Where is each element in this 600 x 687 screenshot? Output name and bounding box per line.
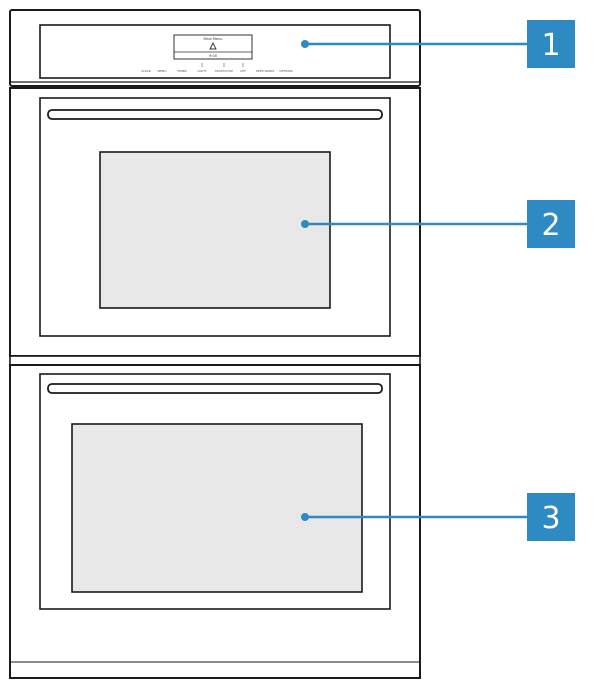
lower-oven: [9, 364, 421, 679]
display-line-2: 9:00: [209, 54, 217, 58]
oven-separator: [9, 355, 421, 366]
button-clear[interactable]: CLEAR: [141, 69, 151, 73]
button-keep-warm[interactable]: KEEP WARM: [256, 69, 274, 73]
control-display: [173, 34, 253, 60]
button-off[interactable]: OFF: [240, 69, 246, 73]
callout-3: 3: [301, 493, 575, 541]
upper-oven: [9, 87, 421, 357]
oven-icon: [209, 41, 217, 50]
button-timer[interactable]: TIMER: [176, 69, 186, 73]
upper-oven-handle[interactable]: [47, 109, 383, 120]
callout-3-badge: [527, 493, 575, 541]
callout-2-number: 2: [541, 208, 560, 243]
callout-2: 2: [301, 200, 575, 248]
control-buttons: CLEAR MENU TIMER LIGHT START/STOP OFF KE…: [141, 63, 293, 73]
upper-oven-window: [99, 151, 331, 309]
lower-oven-window: [71, 423, 363, 593]
callout-1-number: 1: [541, 28, 560, 63]
lower-oven-handle[interactable]: [47, 383, 383, 394]
button-light[interactable]: LIGHT: [198, 69, 207, 73]
display-line-1: Main Menu: [203, 37, 222, 41]
callout-3-number: 3: [541, 501, 560, 536]
callout-1-badge: [527, 20, 575, 68]
callout-1: 1: [301, 20, 575, 68]
button-menu[interactable]: MENU: [158, 69, 167, 73]
button-start-stop[interactable]: START/STOP: [215, 69, 233, 73]
button-options[interactable]: OPTIONS: [279, 69, 292, 73]
control-panel: Main Menu 9:00 CLEAR MENU TIMER LIGHT ST…: [9, 9, 421, 87]
callout-2-badge: [527, 200, 575, 248]
